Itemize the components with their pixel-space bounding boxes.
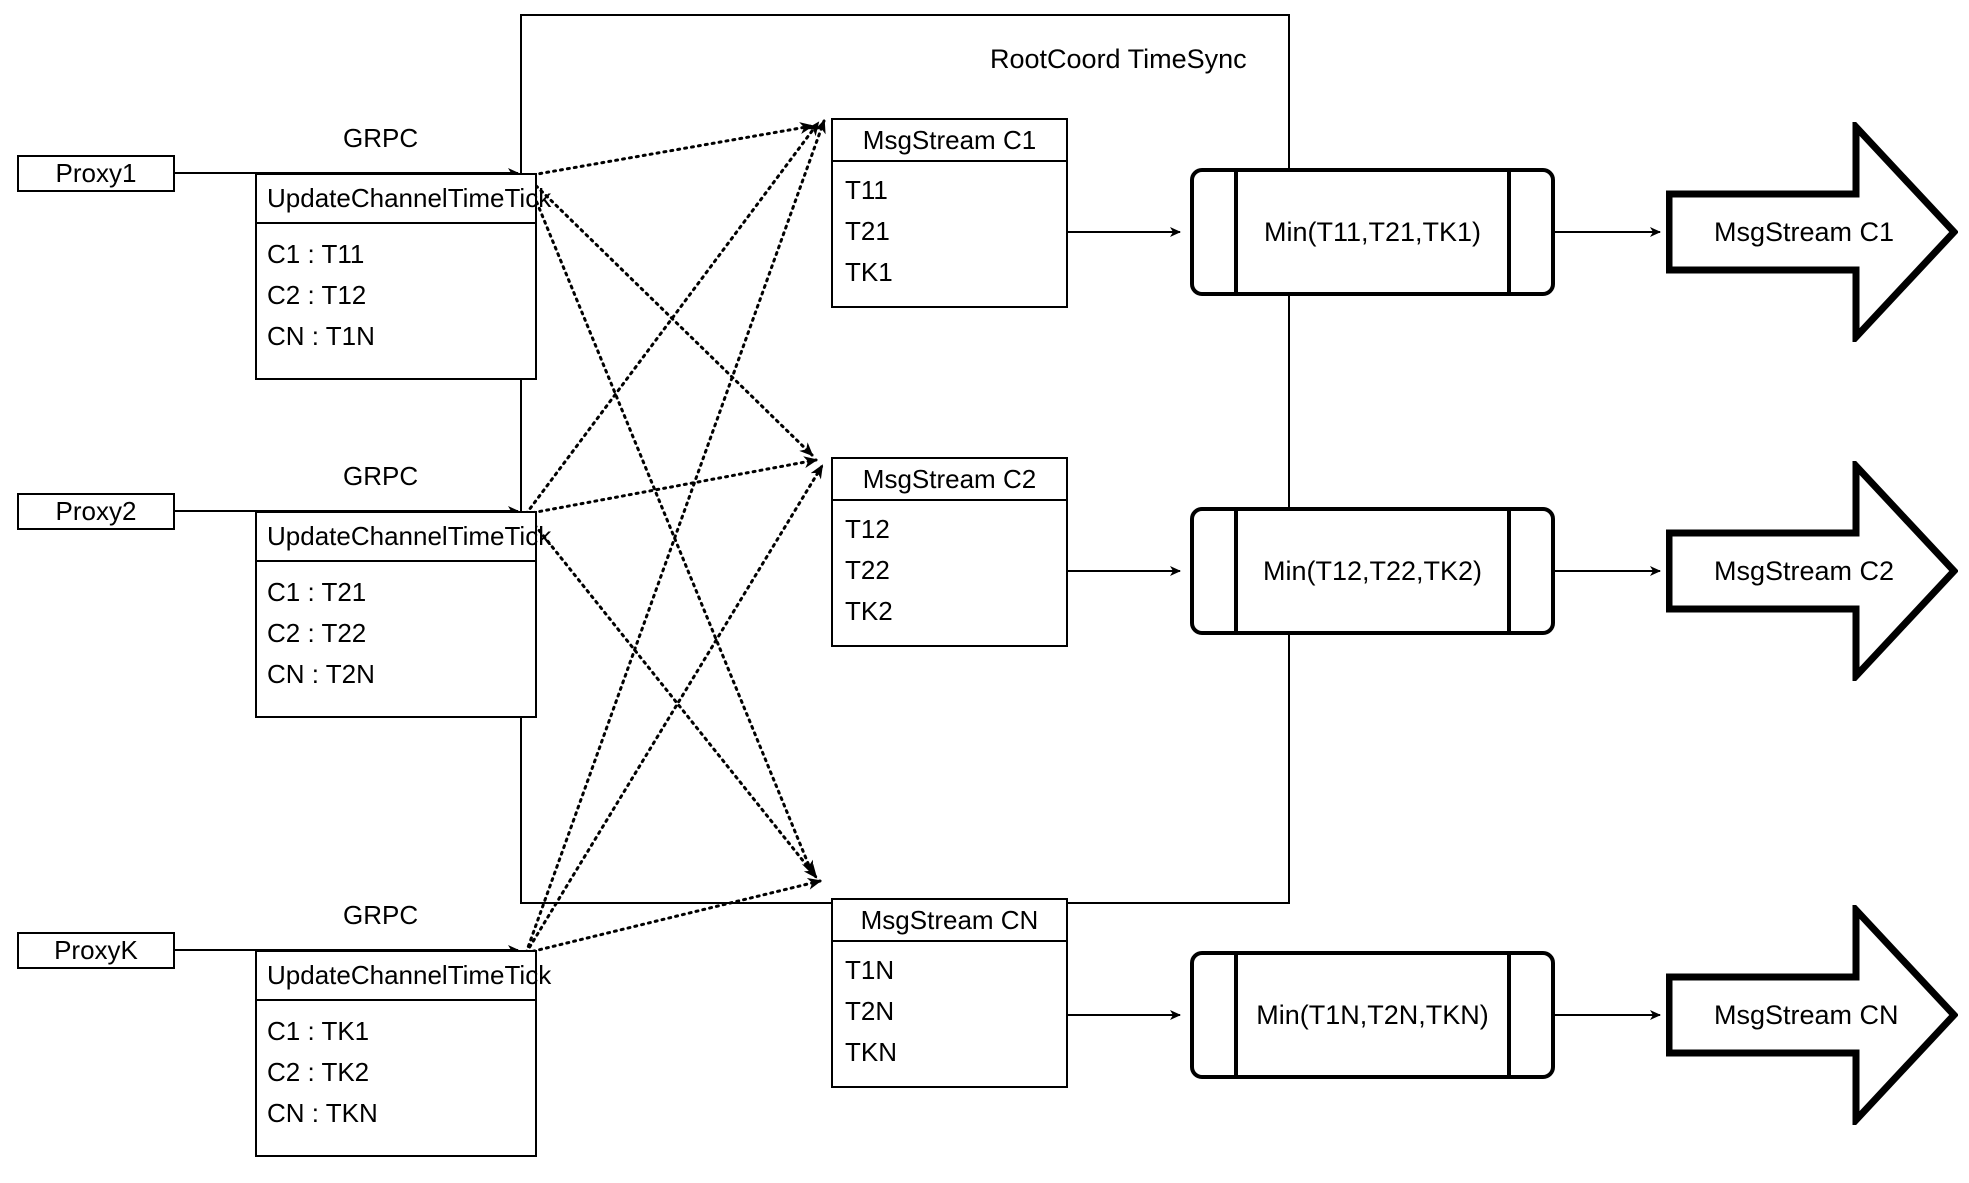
msgstream-rows-3: T1N T2N TKN — [833, 942, 1066, 1073]
process-divider-left-icon — [1234, 172, 1238, 292]
msgstream-tick: TK2 — [845, 596, 893, 626]
update-channel-timetick-3: UpdateChannelTimeTick C1 : TK1 C2 : TK2 … — [255, 950, 551, 1157]
min-label-2: Min(T12,T22,TK2) — [1262, 555, 1483, 586]
msgstream-box-2: MsgStream C2 T12 T22 TK2 — [831, 457, 1068, 647]
grpc-label-3: GRPC — [343, 900, 419, 930]
output-arrow-label-2: MsgStream C2 — [1714, 555, 1895, 586]
process-divider-right-icon — [1507, 172, 1511, 292]
msgstream-tick: TKN — [845, 1037, 897, 1067]
process-divider-right-icon — [1507, 955, 1511, 1075]
msgstream-header-2: MsgStream C2 — [833, 459, 1066, 501]
block-arrow-shape-icon — [1665, 457, 1959, 685]
min-process-box-3: Min(T1N,T2N,TKN) — [1190, 951, 1555, 1079]
msgstream-tick: T11 — [845, 175, 888, 205]
uctt-row: C1 : TK1 — [267, 1016, 370, 1046]
proxy-label-3: ProxyK — [54, 935, 138, 965]
output-arrow-1: MsgStream C1 — [1665, 118, 1959, 346]
uctt-row: CN : TKN — [267, 1098, 378, 1128]
uctt-header-1: UpdateChannelTimeTick — [257, 175, 551, 224]
min-label-3: Min(T1N,T2N,TKN) — [1256, 999, 1489, 1030]
msgstream-tick: T22 — [845, 555, 890, 585]
update-channel-timetick-1: UpdateChannelTimeTick C1 : T11 C2 : T12 … — [255, 173, 551, 380]
process-divider-right-icon — [1507, 511, 1511, 631]
msgstream-box-3: MsgStream CN T1N T2N TKN — [831, 898, 1068, 1088]
min-process-box-2: Min(T12,T22,TK2) — [1190, 507, 1555, 635]
msgstream-box-1: MsgStream C1 T11 T21 TK1 — [831, 118, 1068, 308]
min-process-box-1: Min(T11,T21,TK1) — [1190, 168, 1555, 296]
grpc-label-2: GRPC — [343, 461, 419, 491]
proxy-box-2[interactable]: Proxy2 — [17, 493, 175, 530]
uctt-row: C2 : TK2 — [267, 1057, 370, 1087]
process-divider-left-icon — [1234, 511, 1238, 631]
update-channel-timetick-2: UpdateChannelTimeTick C1 : T21 C2 : T22 … — [255, 511, 551, 718]
msgstream-tick: TK1 — [845, 257, 893, 287]
output-arrow-3: MsgStream CN — [1665, 901, 1959, 1129]
rootcoord-timesync-title: RootCoord TimeSync — [990, 44, 1247, 74]
proxy-label-1: Proxy1 — [55, 158, 137, 188]
uctt-row: C1 : T11 — [267, 239, 365, 269]
proxy-label-2: Proxy2 — [55, 496, 137, 526]
output-arrow-label-1: MsgStream C1 — [1714, 216, 1895, 247]
block-arrow-shape-icon — [1665, 118, 1959, 346]
msgstream-header-1: MsgStream C1 — [833, 120, 1066, 162]
output-arrow-label-3: MsgStream CN — [1714, 999, 1899, 1030]
uctt-rows-2: C1 : T21 C2 : T22 CN : T2N — [257, 562, 535, 695]
uctt-row: C2 : T12 — [267, 280, 367, 310]
msgstream-tick: T2N — [845, 996, 895, 1026]
msgstream-tick: T21 — [845, 216, 890, 246]
uctt-row: C1 : T21 — [267, 577, 367, 607]
msgstream-header-3: MsgStream CN — [833, 900, 1066, 942]
uctt-header-2: UpdateChannelTimeTick — [257, 513, 551, 562]
block-arrow-shape-icon — [1665, 901, 1959, 1129]
process-divider-left-icon — [1234, 955, 1238, 1075]
msgstream-tick: T1N — [845, 955, 895, 985]
msgstream-tick: T12 — [845, 514, 890, 544]
uctt-row: CN : T1N — [267, 321, 375, 351]
uctt-row: CN : T2N — [267, 659, 375, 689]
uctt-rows-3: C1 : TK1 C2 : TK2 CN : TKN — [257, 1001, 535, 1134]
uctt-row: C2 : T22 — [267, 618, 367, 648]
msgstream-rows-1: T11 T21 TK1 — [833, 162, 1066, 293]
msgstream-rows-2: T12 T22 TK2 — [833, 501, 1066, 632]
min-label-1: Min(T11,T21,TK1) — [1263, 216, 1482, 247]
uctt-header-3: UpdateChannelTimeTick — [257, 952, 551, 1001]
output-arrow-2: MsgStream C2 — [1665, 457, 1959, 685]
uctt-rows-1: C1 : T11 C2 : T12 CN : T1N — [257, 224, 535, 357]
grpc-label-1: GRPC — [343, 123, 419, 153]
proxy-box-3[interactable]: ProxyK — [17, 932, 175, 969]
proxy-box-1[interactable]: Proxy1 — [17, 155, 175, 192]
